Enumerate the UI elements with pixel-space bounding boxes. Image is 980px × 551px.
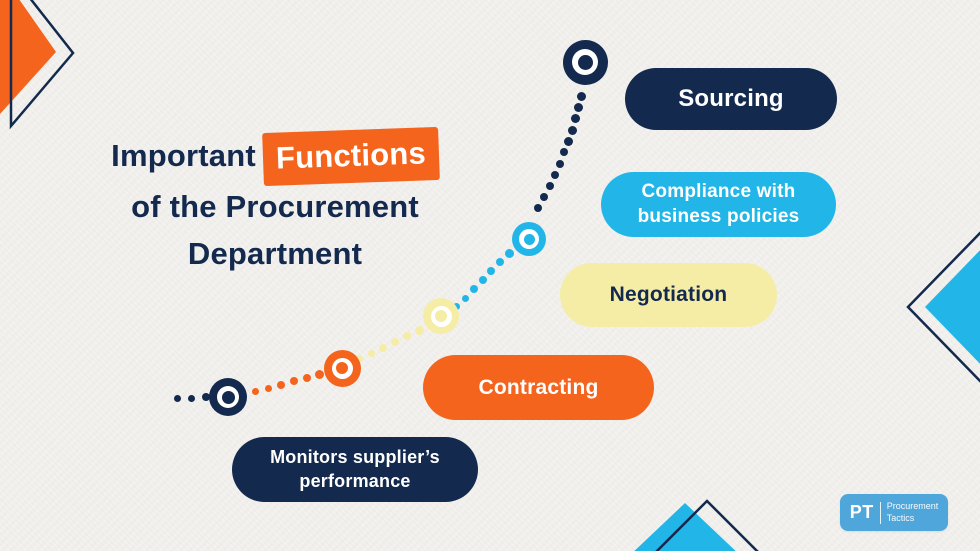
curve-dot xyxy=(540,193,548,201)
curve-dot xyxy=(391,338,399,346)
curve-dot xyxy=(551,171,559,179)
curve-node-marker xyxy=(209,378,247,416)
curve-dot xyxy=(496,258,504,266)
curve-dot xyxy=(379,344,387,352)
curve-dot xyxy=(277,381,285,389)
curve-dot xyxy=(504,248,514,258)
curve-dot xyxy=(556,160,564,168)
title-text-important: Important xyxy=(111,138,256,173)
curve-dot xyxy=(461,294,469,302)
logo-name-line1: Procurement xyxy=(886,501,939,512)
curve-dot xyxy=(563,136,573,146)
curve-dot xyxy=(576,91,586,101)
curve-node-ring xyxy=(430,305,452,327)
curve-dot xyxy=(570,113,580,123)
procurement-tactics-logo: PT Procurement Tactics xyxy=(840,494,948,531)
curve-dot xyxy=(573,102,583,112)
curve-node-marker xyxy=(512,222,546,256)
curve-node-core xyxy=(523,233,535,245)
curve-node-marker xyxy=(423,298,459,334)
curve-node-core xyxy=(221,390,235,404)
logo-divider xyxy=(879,501,881,524)
curve-node-core xyxy=(336,362,348,374)
curve-dot xyxy=(314,369,324,379)
curve-node-ring xyxy=(519,229,539,249)
step-label: Contracting xyxy=(478,375,599,399)
curve-dot xyxy=(560,148,568,156)
curve-dot xyxy=(546,182,554,190)
curve-node-marker xyxy=(323,349,361,387)
diamond-decoration-right-edge xyxy=(906,231,980,383)
triangle-decoration-bottom-edge xyxy=(634,499,759,551)
curve-dot xyxy=(470,285,478,293)
curve-dot xyxy=(173,394,181,402)
curve-node-ring xyxy=(217,386,239,408)
curve-dot xyxy=(202,393,210,401)
step-pill-sourcing: Sourcing xyxy=(625,68,837,130)
curve-dot xyxy=(355,354,363,362)
logo-abbreviation: PT xyxy=(849,502,874,522)
curve-dot xyxy=(303,374,311,382)
curve-node-core xyxy=(577,54,593,70)
curve-dot xyxy=(534,204,542,212)
step-pill-monitors-suppliers-performance: Monitors supplier’s performance xyxy=(232,437,478,502)
curve-node-core xyxy=(435,310,447,322)
step-label: Monitors supplier’s performance xyxy=(270,447,440,491)
step-label: Negotiation xyxy=(609,283,728,306)
title-highlight-functions: Functions xyxy=(262,126,440,187)
curve-node-ring xyxy=(331,357,353,379)
curve-dot xyxy=(403,332,411,340)
curve-dot xyxy=(487,267,495,275)
curve-node-ring xyxy=(572,49,598,75)
title-line-2: of the Procurement xyxy=(131,189,419,224)
step-pill-contracting: Contracting xyxy=(423,355,654,420)
curve-dot xyxy=(187,394,195,402)
step-label: Sourcing xyxy=(678,85,784,112)
curve-node-marker xyxy=(562,39,608,85)
title-line-3: Department xyxy=(187,236,363,271)
curve-dot xyxy=(479,276,487,284)
curve-dot xyxy=(367,349,375,357)
curve-dot xyxy=(251,387,259,395)
curve-dot xyxy=(290,377,298,385)
logo-name: Procurement Tactics xyxy=(887,501,939,524)
step-pill-negotiation: Negotiation xyxy=(560,263,777,327)
curve-dot xyxy=(567,125,577,135)
curve-dot xyxy=(264,384,272,392)
step-label: Compliance with business policies xyxy=(637,181,800,227)
logo-name-line2: Tactics xyxy=(886,512,915,523)
curve-dot xyxy=(414,325,424,335)
step-pill-compliance-with-business-policies: Compliance with business policies xyxy=(601,172,836,237)
